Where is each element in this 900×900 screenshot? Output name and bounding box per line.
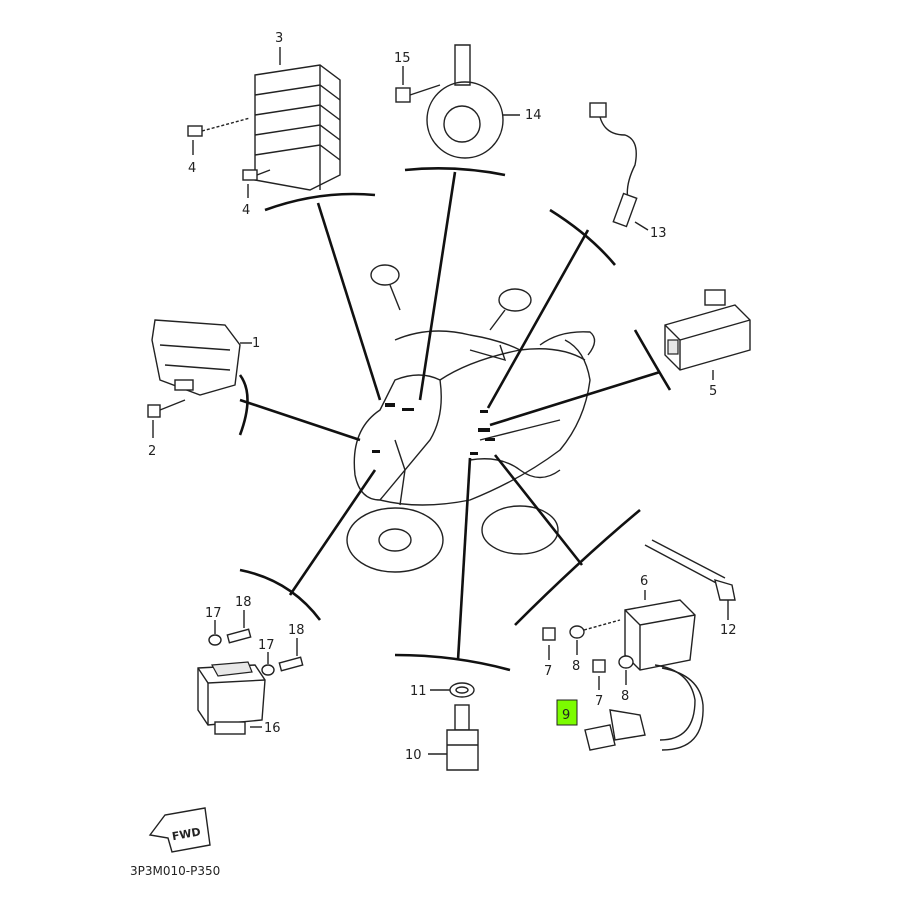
part-labels: 1 2 3 4 4 5 6 7 7 8 8 9 10 11 12 13 14 1… — [148, 31, 737, 763]
part-3-regulator[interactable] — [254, 47, 341, 191]
part-17-washer-a[interactable] — [208, 620, 222, 646]
part-2-bolt[interactable] — [147, 399, 186, 438]
part-8-washer-a[interactable] — [569, 619, 621, 655]
part-12-clip[interactable] — [644, 539, 736, 620]
label-part-16[interactable]: 16 — [264, 721, 281, 736]
part-11-oring[interactable] — [430, 682, 475, 698]
label-part-8b[interactable]: 8 — [621, 689, 629, 704]
label-part-15[interactable]: 15 — [394, 51, 411, 66]
part-18-bolt-b[interactable] — [278, 638, 304, 672]
scooter-illustration — [346, 264, 596, 573]
part-1-cdi[interactable] — [151, 319, 252, 396]
label-part-18a[interactable]: 18 — [235, 595, 252, 610]
label-part-2[interactable]: 2 — [148, 444, 156, 459]
label-part-13[interactable]: 13 — [650, 226, 667, 241]
label-part-11[interactable]: 11 — [410, 684, 427, 699]
label-part-7b[interactable]: 7 — [595, 694, 603, 709]
part-7-bolt-a[interactable] — [542, 627, 556, 660]
label-part-10[interactable]: 10 — [405, 748, 422, 763]
label-part-8a[interactable]: 8 — [572, 659, 580, 674]
part-18-bolt-a[interactable] — [226, 610, 252, 644]
part-15-bolt[interactable] — [395, 66, 441, 103]
part-13-sensor[interactable] — [589, 102, 649, 231]
label-part-6[interactable]: 6 — [640, 574, 648, 589]
label-part-14[interactable]: 14 — [525, 108, 542, 123]
label-part-7a[interactable]: 7 — [544, 664, 552, 679]
diagram-code: 3P3M010-P350 — [130, 864, 220, 878]
label-part-4b[interactable]: 4 — [242, 203, 250, 218]
part-4-bolt-a[interactable] — [187, 117, 251, 155]
part-16-relay[interactable] — [197, 661, 266, 735]
part-4-bolt-b[interactable] — [242, 169, 271, 198]
part-17-washer-b[interactable] — [261, 652, 275, 676]
fwd-arrow-icon: FWD — [148, 807, 211, 853]
label-part-3[interactable]: 3 — [275, 31, 283, 46]
part-6-coil[interactable] — [584, 590, 704, 751]
label-part-17b[interactable]: 17 — [258, 638, 275, 653]
label-part-18b[interactable]: 18 — [288, 623, 305, 638]
leader-lines — [238, 167, 672, 672]
label-part-17a[interactable]: 17 — [205, 606, 222, 621]
part-9-highlight — [556, 699, 578, 726]
part-7-bolt-b[interactable] — [592, 659, 606, 690]
part-8-washer-b[interactable] — [618, 655, 634, 685]
fwd-label: FWD — [171, 825, 202, 843]
label-part-1[interactable]: 1 — [252, 336, 260, 351]
label-part-5[interactable]: 5 — [709, 384, 717, 399]
part-14-horn[interactable] — [426, 44, 520, 159]
part-10-sensor[interactable] — [428, 704, 479, 771]
part-5-connector[interactable] — [664, 289, 751, 380]
label-part-4a[interactable]: 4 — [188, 161, 196, 176]
label-part-12[interactable]: 12 — [720, 623, 737, 638]
label-part-9[interactable]: 9 — [562, 708, 570, 723]
